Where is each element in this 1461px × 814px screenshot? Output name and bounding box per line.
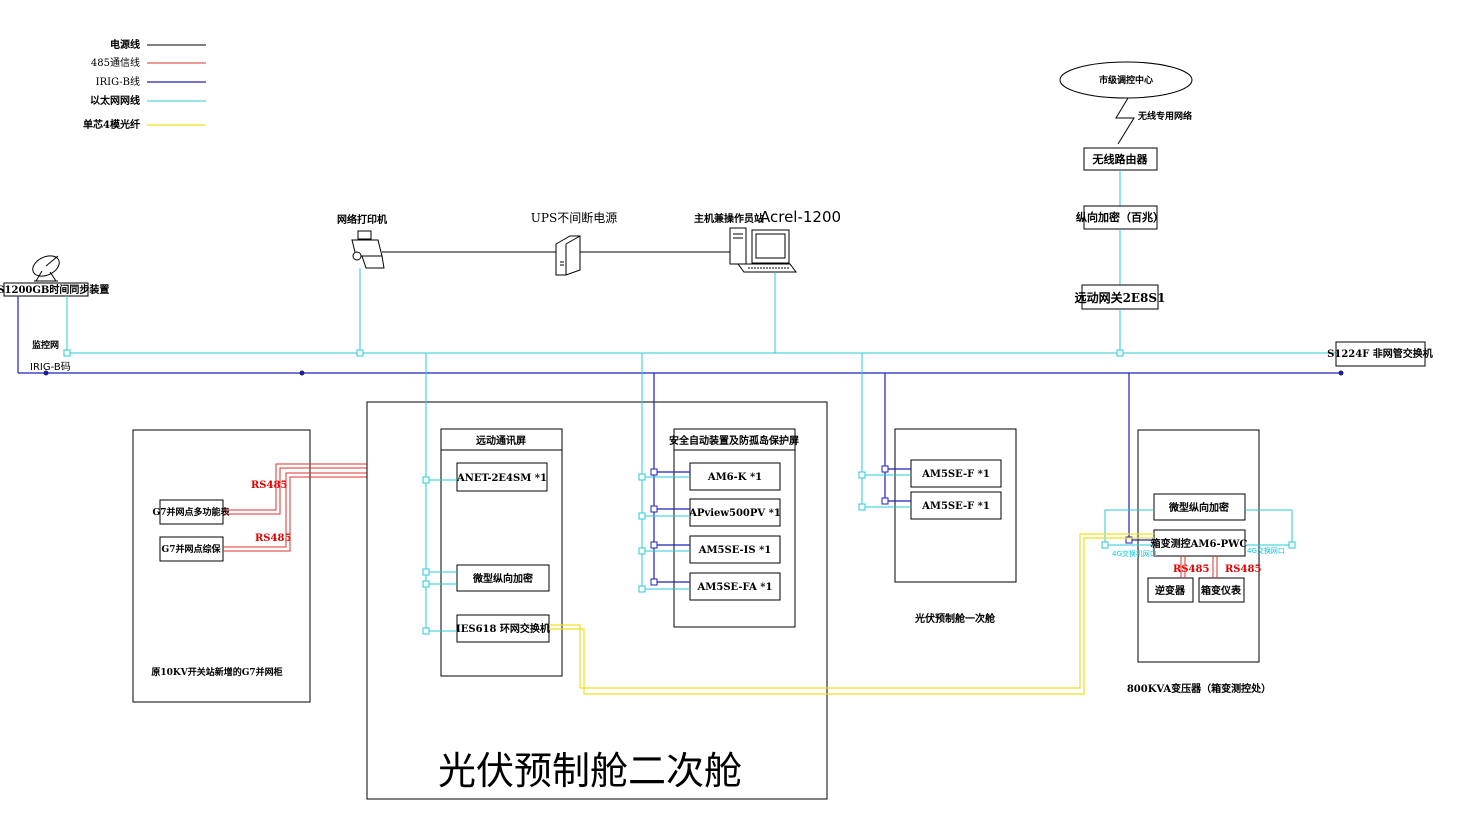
rs485-label-1: RS485 — [251, 480, 287, 491]
fiber-line-1 — [549, 533, 1154, 689]
remote-panel-title: 远动通讯屏 — [476, 434, 526, 447]
tx-controller-box — [1153, 529, 1246, 557]
safety-item-2-label: APview500PV *1 — [688, 508, 781, 519]
secondary-cabin-title: 光伏预制舱二次舱 — [438, 749, 742, 793]
ring-switch-label: IES618 环网交换机 — [456, 622, 550, 635]
inverter-box — [1147, 577, 1194, 603]
transformer-cabinet: 微型纵向加密 箱变测控AM6-PWC 4G交换机网口 4G交换网口 RS485 … — [1112, 429, 1285, 695]
time-sync-label: ATS1200GB时间同步装置 — [0, 283, 109, 296]
safety-item-4 — [689, 572, 781, 601]
primary-cabin-title: 光伏预制舱一次舱 — [914, 612, 996, 625]
tx-rs485-1: RS485 — [1173, 564, 1209, 575]
computer-icon — [729, 227, 797, 273]
legend-irig-label: IRIG-B线 — [96, 75, 140, 88]
fiber-line-2 — [549, 537, 1154, 695]
wireless-lightning-icon — [1115, 97, 1135, 145]
inverter-label: 逆变器 — [1155, 584, 1186, 597]
ring-switch-box — [456, 614, 550, 643]
safety-item-3 — [689, 535, 781, 564]
transformer-title: 800KVA变压器（箱变测控处） — [1127, 682, 1271, 695]
irig-bus-label: IRIG-B码 — [30, 361, 71, 373]
rs485-label-2: RS485 — [255, 533, 291, 544]
safety-item-3-label: AM5SE-IS *1 — [698, 545, 772, 556]
switch-label: S1224F 非网管交换机 — [1327, 347, 1433, 360]
legend-power-label: 电源线 — [110, 38, 140, 51]
legend-fiber-label: 单芯4模光纤 — [83, 118, 140, 131]
tx-encrypt-box — [1153, 493, 1246, 521]
tx-encrypt-label: 微型纵向加密 — [1168, 501, 1229, 514]
left-cabinet-title: 原10KV开关站新增的G7并网柜 — [151, 666, 282, 678]
wireless-net-label: 无线专用网络 — [1137, 110, 1192, 122]
monitor-net-label: 监控网 — [32, 339, 59, 351]
printer-icon — [351, 230, 385, 269]
tx-rs485-2: RS485 — [1225, 564, 1261, 575]
protect-box — [159, 536, 224, 562]
protect-label: G7并网点综保 — [162, 543, 222, 555]
dispatch-chain: 市级调控中心 无线专用网络 无线路由器 纵向加密（百兆） 远动网关2E8S1 — [1059, 61, 1193, 353]
micro-encrypt-label: 微型纵向加密 — [472, 572, 533, 585]
legend: 电源线 485通信线 IRIG-B线 以太网网线 单芯4模光纤 — [83, 38, 206, 131]
tx-port-left: 4G交换机网口 — [1112, 549, 1157, 558]
box-meter-label: 箱变仪表 — [1201, 584, 1242, 597]
switch-box — [1335, 341, 1426, 367]
primary-item-2-label: AM5SE-F *1 — [921, 501, 990, 512]
legend-rs485-label: 485通信线 — [91, 56, 140, 69]
safety-panel-title: 安全自动装置及防孤岛保护屏 — [669, 434, 799, 447]
micro-encrypt-box — [456, 564, 550, 592]
box-meter-box — [1198, 577, 1245, 603]
primary-item-1 — [910, 459, 1002, 488]
dispatch-center-ellipse — [1059, 61, 1193, 99]
host-name-label: Acrel-1200 — [760, 208, 841, 226]
meter-box — [159, 499, 224, 525]
secondary-cabin: 光伏预制舱二次舱 远动通讯屏 ANET-2E4SM *1 微型纵向加密 IES6… — [366, 401, 828, 800]
safety-item-2 — [689, 498, 781, 527]
printer-label: 网络打印机 — [337, 213, 387, 226]
dispatch-center-label: 市级调控中心 — [1099, 74, 1153, 86]
meter-label: G7并网点多功能表 — [153, 506, 231, 518]
time-sync-device: ATS1200GB时间同步装置 监控网 IRIG-B码 — [0, 255, 109, 373]
safety-item-1 — [689, 462, 781, 491]
left-cabinet: G7并网点多功能表 G7并网点综保 RS485 RS485 原10KV开关站新增… — [132, 429, 311, 703]
tx-controller-label: 箱变测控AM6-PWC — [1151, 537, 1248, 550]
anet-box — [456, 462, 548, 492]
host-prefix-label: 主机兼操作员站 — [694, 212, 764, 225]
primary-item-1-label: AM5SE-F *1 — [921, 469, 990, 480]
vertical-encrypt-label: 纵向加密（百兆） — [1076, 210, 1164, 224]
primary-cabin: AM5SE-F *1 AM5SE-F *1 光伏预制舱一次舱 — [894, 428, 1017, 625]
anet-label: ANET-2E4SM *1 — [456, 473, 547, 484]
primary-item-2 — [910, 491, 1002, 520]
safety-item-1-label: AM6-K *1 — [707, 472, 762, 483]
ups-label: UPS不间断电源 — [531, 210, 617, 225]
top-devices: 网络打印机 UPS不间断电源 主机兼操作员站 Acrel-1200 — [337, 208, 841, 353]
satellite-dish-icon — [32, 255, 60, 282]
remote-gateway-label: 远动网关2E8S1 — [1075, 290, 1166, 305]
tx-port-right: 4G交换网口 — [1247, 546, 1285, 555]
wireless-router-label: 无线路由器 — [1092, 152, 1149, 166]
legend-ethernet-label: 以太网网线 — [90, 94, 140, 107]
safety-item-4-label: AM5SE-FA *1 — [697, 582, 773, 593]
ups-icon — [555, 235, 581, 276]
